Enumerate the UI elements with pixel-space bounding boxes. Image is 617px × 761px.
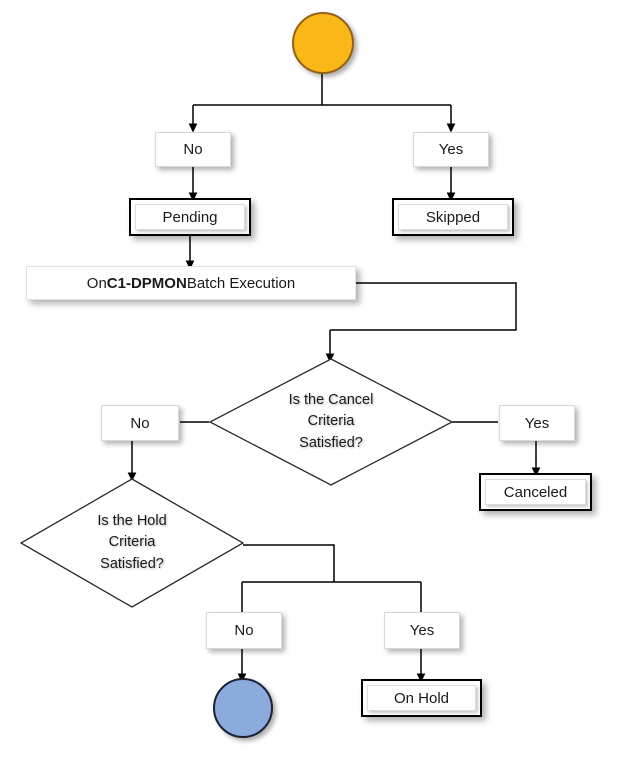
state-pending[interactable]: Pending [129, 198, 251, 236]
state-pending-label: Pending [135, 204, 245, 230]
batch-suffix: Batch Execution [186, 274, 296, 292]
label-yes-cancel[interactable]: Yes [499, 405, 575, 441]
state-canceled-label: Canceled [485, 479, 586, 505]
state-on-hold-label: On Hold [367, 685, 476, 711]
state-on-hold[interactable]: On Hold [361, 679, 482, 717]
label-yes-initial[interactable]: Yes [413, 132, 489, 167]
process-batch-execution[interactable]: On C1-DPMON Batch Execution [26, 266, 356, 300]
label-no-hold[interactable]: No [206, 612, 282, 649]
edge-batch-route [330, 282, 517, 331]
label-no-initial[interactable]: No [155, 132, 231, 167]
label-text: No [183, 141, 203, 158]
start-node[interactable] [292, 12, 354, 74]
end-node[interactable] [213, 678, 273, 738]
batch-prefix: On [86, 274, 107, 292]
label-text: Yes [438, 141, 464, 158]
batch-emphasis: C1-DPMON [106, 274, 187, 292]
label-yes-hold[interactable]: Yes [384, 612, 460, 649]
state-skipped[interactable]: Skipped [392, 198, 514, 236]
decision-hold-criteria[interactable]: Is the Hold Criteria Satisfied? [19, 478, 245, 608]
label-text: No [130, 414, 150, 432]
label-text: No [234, 622, 254, 639]
decision-cancel-criteria[interactable]: Is the Cancel Criteria Satisfied? [208, 358, 454, 486]
label-text: Yes [409, 622, 435, 639]
state-canceled[interactable]: Canceled [479, 473, 592, 511]
edge-hold-route [243, 544, 335, 582]
label-no-cancel[interactable]: No [101, 405, 179, 441]
state-skipped-label: Skipped [398, 204, 508, 230]
label-text: Yes [524, 414, 550, 432]
